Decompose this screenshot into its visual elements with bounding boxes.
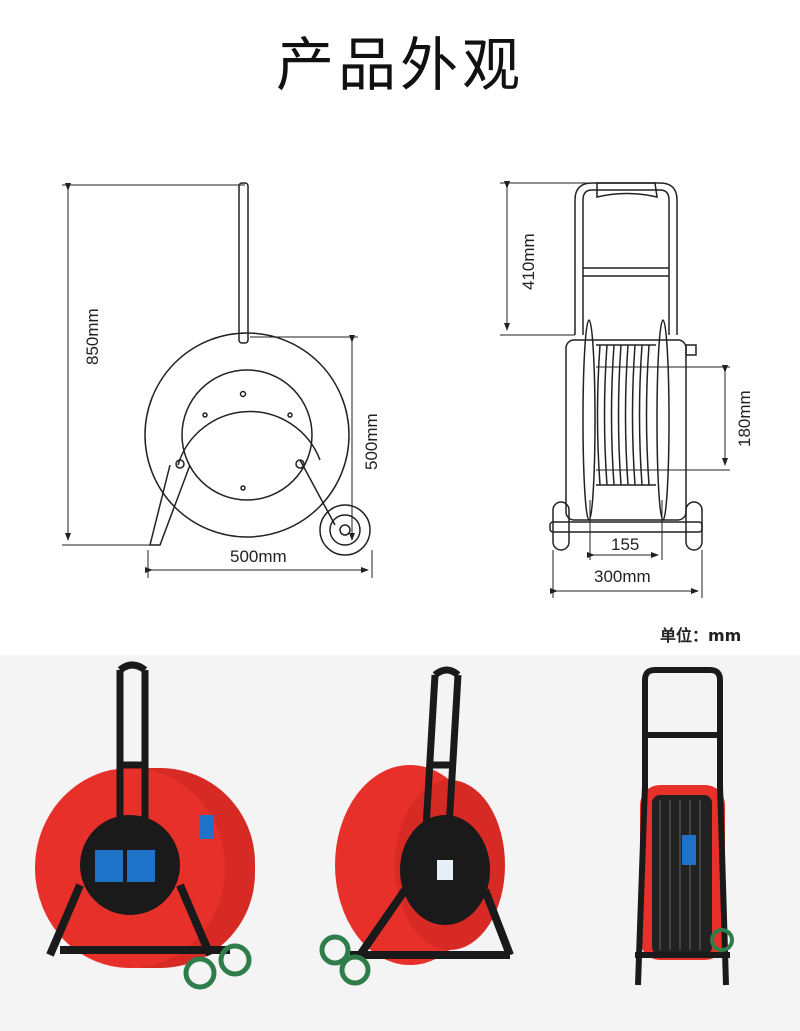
coil-180-label: 180mm bbox=[735, 390, 754, 447]
drum-width-155-label: 155 bbox=[611, 535, 639, 554]
front-view-drawing bbox=[549, 182, 703, 551]
front-view-dimensions bbox=[500, 181, 730, 598]
unit-label: 单位：mm bbox=[660, 626, 742, 645]
product-photo-illustrations bbox=[35, 661, 734, 990]
width-500-label: 500mm bbox=[230, 547, 287, 566]
height-850-label: 850mm bbox=[83, 308, 102, 365]
side-view-dimensions bbox=[62, 183, 373, 578]
photo-side-view bbox=[35, 661, 255, 990]
side-view-drawing bbox=[144, 182, 371, 556]
total-width-300-label: 300mm bbox=[594, 567, 651, 586]
photo-angled-view bbox=[319, 666, 514, 986]
photo-front-view bbox=[635, 667, 734, 986]
page-title: 产品外观 bbox=[275, 31, 524, 99]
reel-diameter-500-label: 500mm bbox=[362, 413, 381, 470]
product-photos bbox=[0, 655, 800, 1031]
technical-drawings: 850mm 500mm 500mm 410mm 180mm 155 300mm bbox=[62, 181, 754, 598]
handle-410-label: 410mm bbox=[519, 233, 538, 290]
